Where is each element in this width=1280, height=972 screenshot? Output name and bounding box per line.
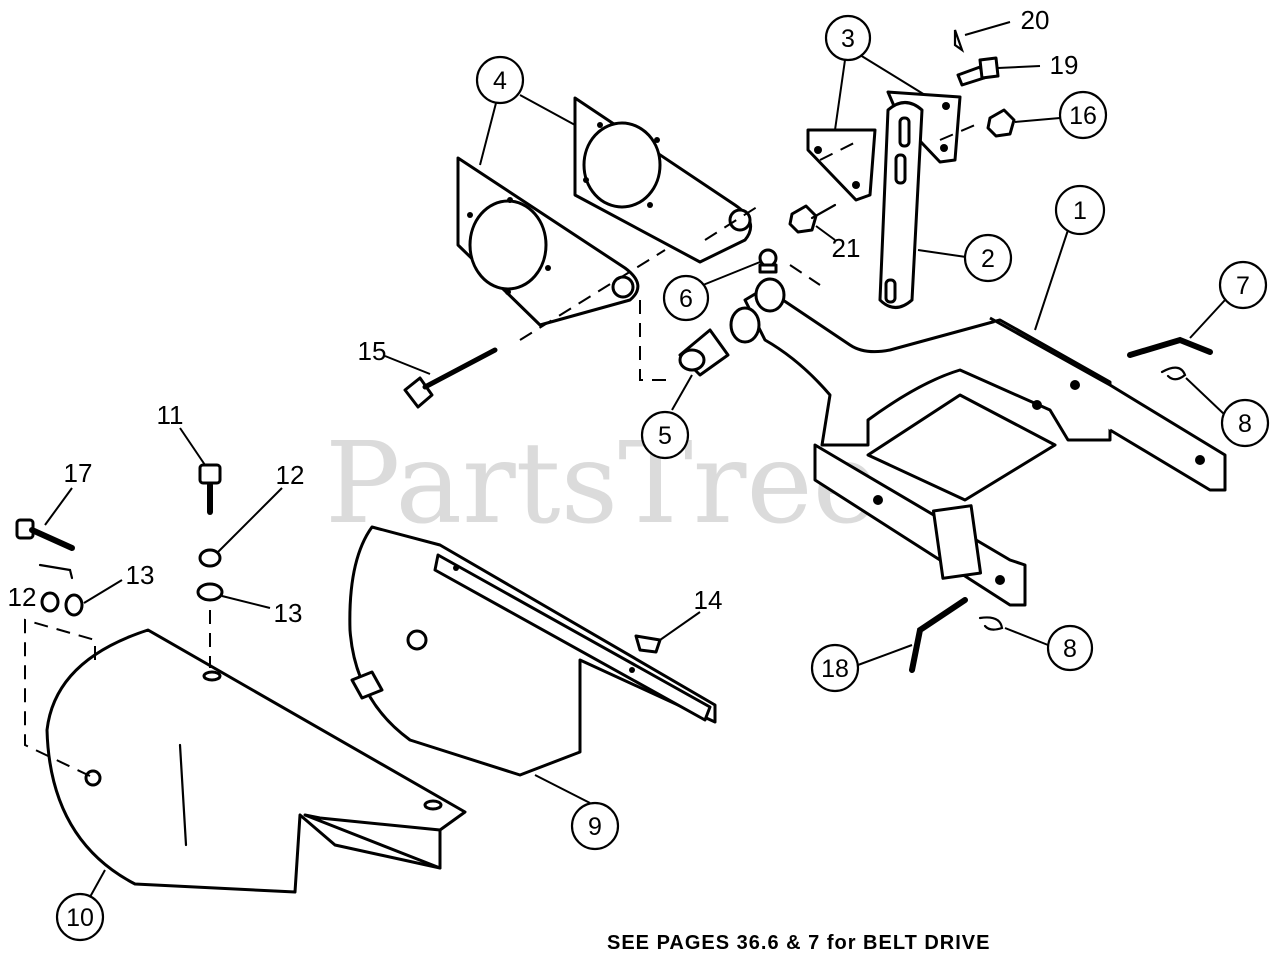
main-frame: [729, 277, 1227, 607]
callout-8-upper: 8: [1185, 377, 1270, 448]
callout-2: 2: [917, 233, 1013, 283]
hair-pin-upper: [1160, 366, 1187, 381]
grease-fitting: [758, 248, 778, 274]
svg-text:11: 11: [157, 400, 184, 430]
callout-9: 9: [534, 774, 620, 851]
bolt-19: [956, 56, 1000, 87]
svg-text:18: 18: [821, 655, 849, 683]
label-17: 17: [44, 458, 93, 526]
svg-text:9: 9: [588, 813, 602, 841]
svg-text:20: 20: [1021, 5, 1050, 35]
label-19: 19: [997, 50, 1079, 80]
svg-text:12: 12: [276, 460, 305, 490]
inner-belt-guard: [348, 525, 717, 777]
bolt-11: [198, 463, 222, 515]
callout-7: 7: [1189, 260, 1268, 339]
label-12-right: 12: [217, 460, 305, 553]
svg-text:19: 19: [1050, 50, 1079, 80]
label-11: 11: [157, 400, 206, 466]
assembly-line: [24, 124, 976, 777]
label-20: 20: [964, 5, 1050, 36]
lock-washer-12: [198, 548, 222, 568]
svg-text:7: 7: [1236, 272, 1250, 300]
hitch-pin-7: [1127, 336, 1213, 358]
belt-drive-note: SEE PAGES 36.6 & 7 for BELT DRIVE: [607, 932, 990, 954]
svg-text:15: 15: [358, 336, 387, 366]
callout-1: 1: [1034, 184, 1106, 331]
mounting-plate-rear: [573, 96, 753, 264]
bolt-15: [403, 347, 498, 409]
svg-text:6: 6: [679, 285, 693, 313]
flat-washer-13: [196, 582, 224, 602]
label-15: 15: [358, 336, 431, 375]
callout-3: 3: [824, 14, 926, 131]
svg-text:10: 10: [66, 904, 94, 932]
label-12-left: 12: [8, 582, 37, 612]
nut-21: [788, 203, 837, 234]
svg-text:2: 2: [981, 245, 995, 273]
nut-16: [986, 108, 1016, 138]
label-13-right: 13: [221, 595, 303, 628]
svg-text:16: 16: [1069, 102, 1097, 130]
clip-nut-14: [634, 634, 662, 654]
svg-text:1: 1: [1073, 197, 1087, 225]
svg-text:13: 13: [126, 560, 155, 590]
callout-5: 5: [640, 374, 693, 460]
slotted-link: [878, 101, 924, 309]
svg-text:21: 21: [832, 233, 861, 263]
cotter-20: [953, 29, 965, 53]
label-14: 14: [659, 585, 723, 641]
svg-text:17: 17: [64, 458, 93, 488]
spacer-tube: [678, 328, 730, 377]
svg-text:13: 13: [274, 598, 303, 628]
svg-text:3: 3: [841, 25, 855, 53]
watermark: PartsTree: [325, 419, 879, 549]
hair-pin-lower: [978, 616, 1004, 631]
callout-18: 18: [810, 643, 913, 693]
svg-text:12: 12: [8, 582, 37, 612]
label-13-left: 13: [83, 560, 155, 604]
bolt-17: [15, 518, 75, 551]
callout-4: 4: [475, 55, 576, 166]
label-21: 21: [815, 225, 861, 263]
hitch-pin-18: [909, 597, 968, 673]
outer-belt-guard: [45, 628, 467, 894]
svg-text:14: 14: [694, 585, 723, 615]
svg-text:4: 4: [493, 67, 507, 95]
svg-text:8: 8: [1063, 635, 1077, 663]
washers-left: [38, 563, 84, 617]
callout-6: 6: [662, 261, 761, 322]
callout-10: 10: [55, 869, 106, 942]
callout-8-lower: 8: [1004, 624, 1094, 672]
svg-text:5: 5: [658, 422, 672, 450]
svg-text:8: 8: [1238, 410, 1252, 438]
callout-16: 16: [1014, 90, 1108, 140]
